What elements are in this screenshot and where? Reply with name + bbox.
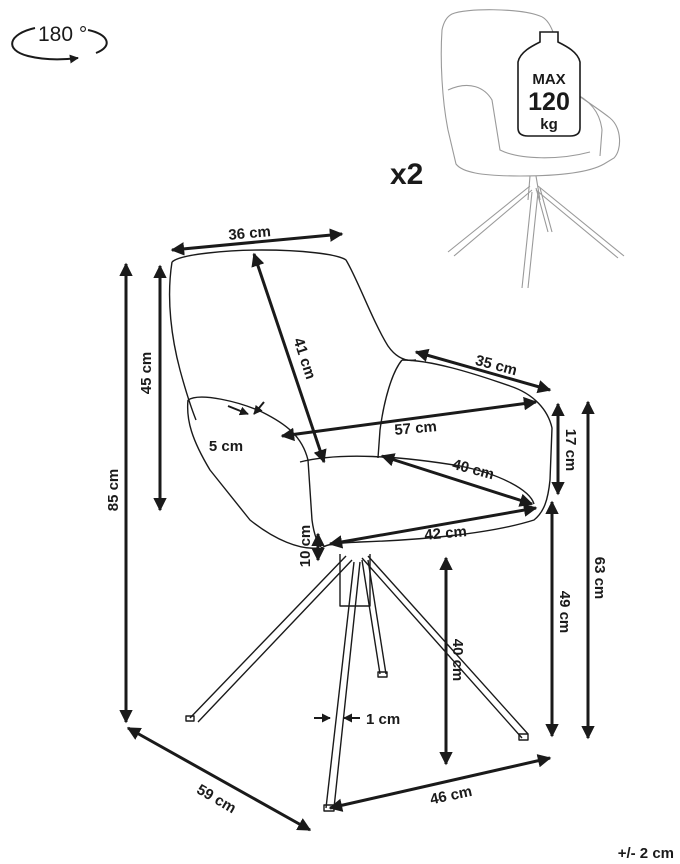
tolerance-note: +/- 2 cm bbox=[618, 845, 674, 862]
badge-max: MAX bbox=[532, 71, 565, 88]
rotation-arrow-icon bbox=[11, 27, 79, 64]
dim-armrest-thickness: 5 cm bbox=[209, 438, 243, 455]
dim-leg-thickness: 1 cm bbox=[366, 711, 400, 728]
dim-leg-height: 40 cm bbox=[449, 639, 466, 682]
dim-width: 46 cm bbox=[428, 783, 473, 808]
dim-seat-height: 49 cm bbox=[556, 591, 573, 634]
badge-unit: kg bbox=[540, 116, 558, 133]
dim-seat-thickness: 10 cm bbox=[297, 525, 314, 568]
dim-inner-width: 57 cm bbox=[394, 418, 438, 439]
main-chair-drawing bbox=[168, 249, 553, 812]
dim-armrest-height: 17 cm bbox=[562, 429, 579, 472]
thumbnail-chair-sketch bbox=[440, 9, 625, 289]
rotation-indicator: 180 ° bbox=[11, 23, 108, 64]
badge-value: 120 bbox=[528, 88, 570, 116]
rotation-label: 180 ° bbox=[38, 23, 87, 46]
dim-backrest-height: 45 cm bbox=[138, 352, 155, 395]
dim-back-width: 36 cm bbox=[228, 223, 272, 244]
quantity-label: x2 bbox=[390, 158, 423, 191]
dim-seat-width: 42 cm bbox=[424, 523, 468, 544]
weight-icon bbox=[517, 31, 581, 137]
dimension-lines bbox=[119, 228, 595, 832]
max-weight-badge: MAX 120 kg bbox=[517, 31, 581, 137]
dim-armrest-total-height: 63 cm bbox=[591, 557, 608, 600]
dim-total-height: 85 cm bbox=[105, 469, 122, 512]
